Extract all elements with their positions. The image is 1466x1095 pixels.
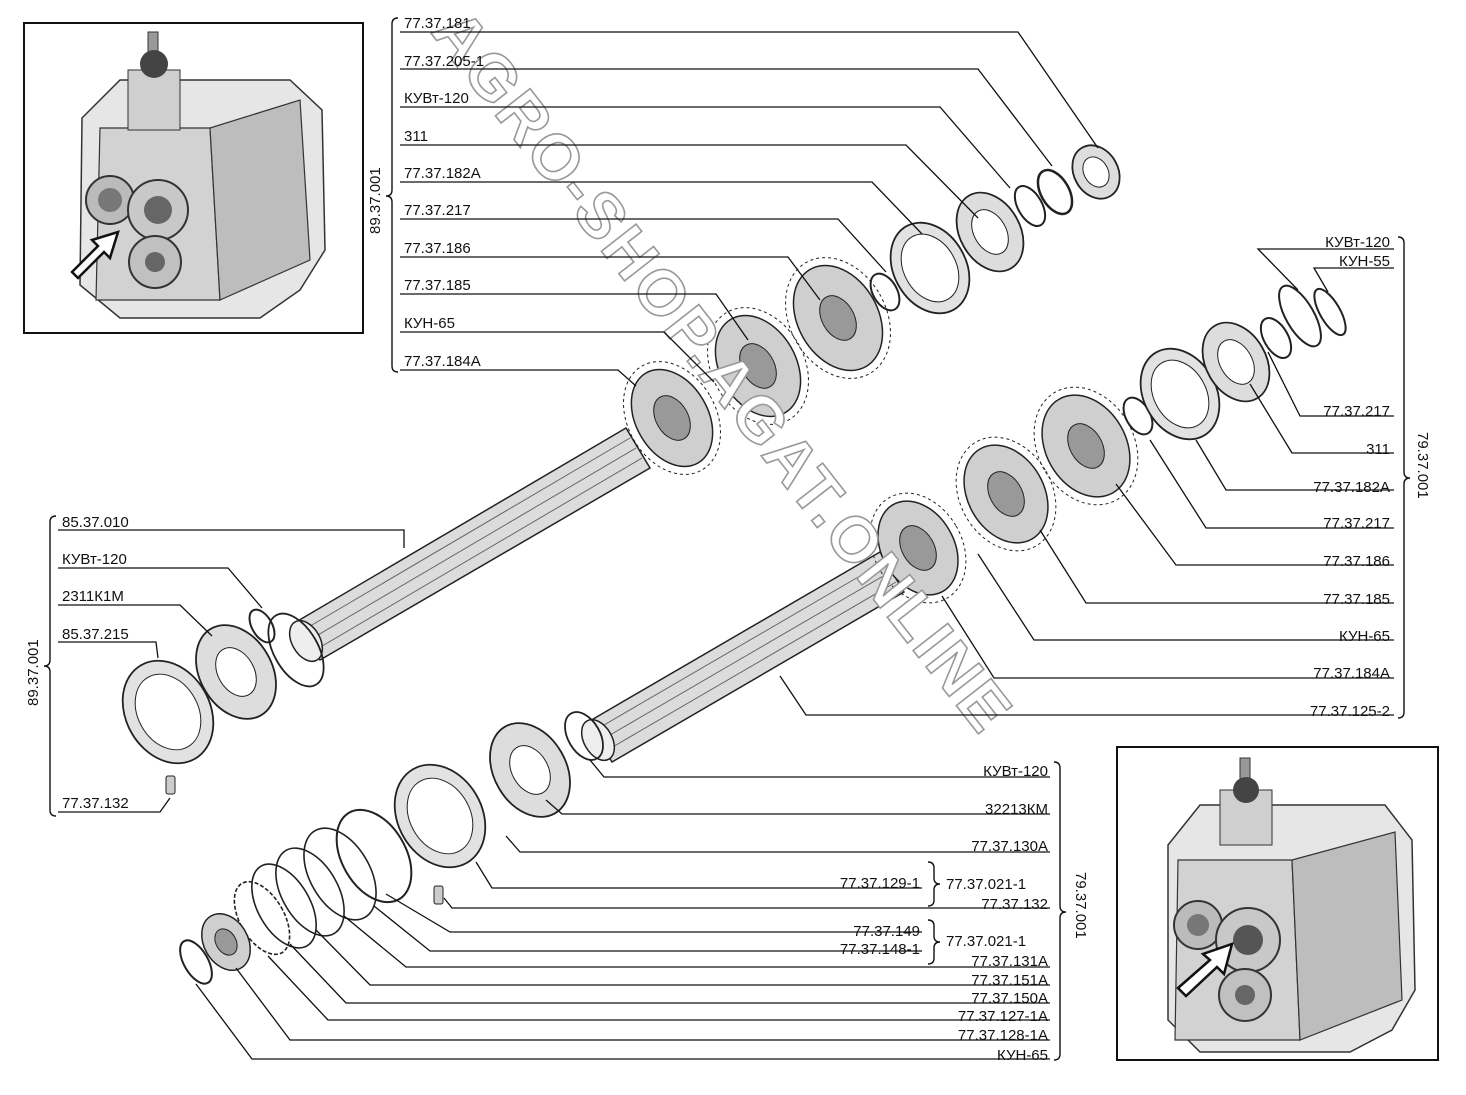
bottom-leader-lines [195,759,1050,1060]
label-top-5: 77.37.217 [404,202,471,219]
right-labels: КУВт-120 КУН-55 77.37.217 311 77.37.182А… [1310,234,1390,720]
label-top-1: 77.37.205-1 [404,53,484,70]
top-bracket [385,17,399,373]
left-leader-lines [58,529,405,813]
group-sub-1: 77.37.021-1 [946,876,1026,893]
label-left-3: 85.37.215 [62,626,129,643]
label-bottom-12: КУН-65 [997,1047,1048,1064]
label-left-0: 85.37.010 [62,514,129,531]
group-right-assembly: 79.37.001 [1414,432,1431,499]
label-bottom-7: 77.37.131А [971,953,1048,970]
label-top-6: 77.37.186 [404,240,471,257]
sub-bracket-2 [927,919,941,965]
label-top-4: 77.37.182А [404,165,481,182]
top-leader-lines [400,31,1099,387]
label-right-3: 311 [1366,441,1390,458]
label-top-9: 77.37.184А [404,353,481,370]
label-bottom-2: 77.37.130А [971,838,1048,855]
label-bottom-3: 77.37.129-1 [840,875,920,892]
label-bottom-8: 77.37.151А [971,972,1048,989]
right-leader-lines [779,248,1394,716]
label-left-2: 2311К1М [62,588,124,605]
group-bottom-assembly: 79.37.001 [1072,872,1089,939]
watermark-text: AGRO-SHOP.AGAT.ONLINE [419,0,1028,747]
label-right-9: 77.37.184А [1313,665,1390,682]
left-labels: 85.37.010 КУВт-120 2311К1М 85.37.215 77.… [62,514,129,812]
label-left-1: КУВт-120 [62,551,127,568]
label-right-6: 77.37.186 [1323,553,1390,570]
label-bottom-11: 77.37.128-1А [958,1027,1048,1044]
inset-top-left [23,22,364,334]
label-right-8: КУН-65 [1339,628,1390,645]
label-bottom-0: КУВт-120 [983,763,1048,780]
label-top-2: КУВт-120 [404,90,469,107]
gearbox-illustration-bottom-right [1167,757,1416,1053]
bottom-labels: КУВт-120 32213КМ 77.37.130А 77.37.129-1 … [840,763,1048,1064]
upper-shaft-assembly [121,144,1121,795]
label-top-8: КУН-65 [404,315,455,332]
label-right-7: 77.37.185 [1323,591,1390,608]
label-bottom-1: 32213КМ [985,801,1048,818]
top-labels: 77.37.181 77.37.205-1 КУВт-120 311 77.37… [404,15,484,370]
label-bottom-4: 77.37.132 [981,896,1048,913]
label-top-0: 77.37.181 [404,15,471,32]
inset-bottom-right [1116,746,1439,1061]
label-left-4: 77.37.132 [62,795,129,812]
label-bottom-6: 77.37.148-1 [840,941,920,958]
gearbox-illustration-top-left [70,31,326,319]
label-right-10: 77.37.125-2 [1310,703,1390,720]
label-bottom-9: 77.37.150А [971,990,1048,1007]
label-bottom-5: 77.37.149 [853,923,920,940]
label-right-5: 77.37.217 [1323,515,1390,532]
label-right-1: КУН-55 [1339,253,1390,270]
label-top-3: 311 [404,128,428,145]
group-left-assembly: 89.37.001 [25,639,42,706]
label-right-4: 77.37.182А [1313,479,1390,496]
label-right-2: 77.37.217 [1323,403,1390,420]
right-bracket [1397,236,1411,719]
label-top-7: 77.37.185 [404,277,471,294]
label-bottom-10: 77.37.127-1А [958,1008,1048,1025]
label-right-0: КУВт-120 [1325,234,1390,251]
group-top-left-assembly: 89.37.001 [367,167,384,234]
lower-shaft-assembly [179,284,1347,985]
left-bracket [43,515,57,817]
sub-bracket-1 [927,861,941,907]
bottom-bracket [1053,761,1067,1061]
group-sub-2: 77.37.021-1 [946,933,1026,950]
